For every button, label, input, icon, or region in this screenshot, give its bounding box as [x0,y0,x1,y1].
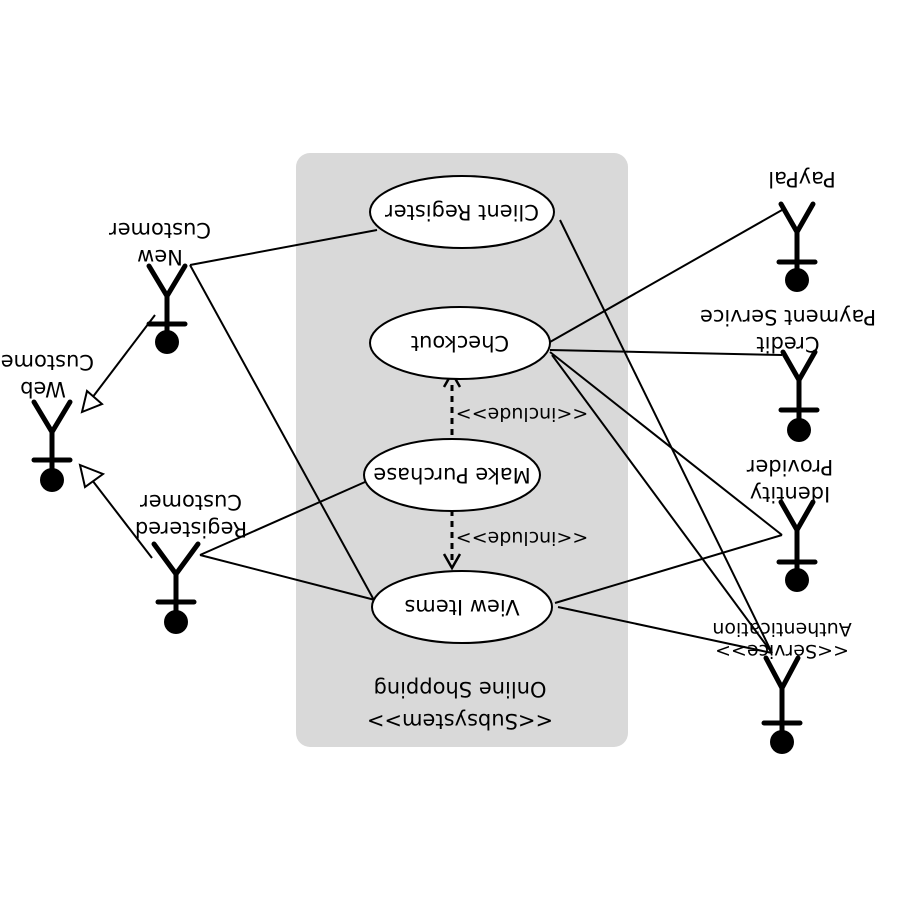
actor-identity-provider-label-2: Provider [746,455,833,479]
use-case-make-purchase-ellipse [363,438,541,512]
actor-authentication-service[interactable] [761,655,803,754]
actor-web-customer[interactable] [31,399,73,492]
use-case-view-items[interactable]: View Items [371,570,553,644]
actor-legs [780,349,818,386]
use-case-checkout-ellipse [369,306,551,380]
actor-credit-payment-service-label-1: Credit [756,332,819,356]
actor-new-customer-label-1: New [137,245,183,269]
assoc-auth-checkout [551,354,773,654]
rotated-diagram: Online Shopping <<Subsystem>> [0,153,876,754]
include-label-view-items: <<include>> [456,527,589,549]
actor-credit-payment-service[interactable] [778,349,820,442]
actor-legs [151,541,201,579]
assoc-credit-checkout [549,349,783,356]
actor-head [164,610,188,634]
include-label-checkout: <<include>> [456,403,589,425]
assoc-identity-checkout [549,351,783,536]
actor-legs [778,201,816,238]
actor-authentication-service-label-1: <<Service>> [715,640,849,662]
actor-web-customer-label-2: Customer [0,350,94,374]
subsystem-name: Online Shopping [373,677,546,701]
use-case-make-purchase[interactable]: Make Purchase [363,438,541,512]
actor-new-customer-label-2: Customer [109,218,211,242]
generalization-head-registered [78,463,106,489]
actor-registered-customer[interactable] [151,541,201,634]
actor-credit-payment-service-label-2: Payment Service [700,305,876,329]
generalization-line-new [91,314,156,399]
generalization-head-new [80,389,104,414]
use-case-view-items-label: View Items [404,595,519,619]
actor-authentication-service-label-2: Authentication [712,618,851,640]
actor-paypal[interactable] [776,201,818,292]
actor-registered-customer-label-1: Registered [135,517,247,541]
actor-legs [31,399,73,437]
assoc-identity-view-items [554,534,783,604]
actor-paypal-label: PayPal [768,167,835,191]
actor-head [785,268,809,292]
subsystem-stereotype: <<Subsystem>> [367,709,553,733]
actor-head [787,418,811,442]
actor-legs [778,499,816,536]
assoc-paypal-checkout [549,209,783,343]
use-case-checkout-label: Checkout [411,331,509,355]
use-case-client-register[interactable]: Client Register [369,175,555,249]
assoc-new-customer-view-items [199,554,376,601]
actor-identity-provider[interactable] [776,499,818,592]
actor-legs [146,263,188,301]
actor-web-customer-label-1: Web [20,377,66,401]
actor-new-customer[interactable] [146,263,188,354]
use-case-make-purchase-label: Make Purchase [373,463,530,487]
use-case-client-register-label: Client Register [385,200,539,224]
use-case-view-items-ellipse [371,570,553,644]
assoc-auth-view-items [557,606,773,654]
assoc-registered-view-items [189,264,376,603]
actor-head [770,730,794,754]
actor-head [785,568,809,592]
actor-legs [763,655,801,694]
assoc-registered-client-register [189,229,378,266]
actor-head [40,468,64,492]
use-case-client-register-ellipse [369,175,555,249]
generalization-line-registered [91,479,153,559]
use-case-checkout[interactable]: Checkout [369,306,551,380]
actor-registered-customer-label-2: Customer [140,490,242,514]
actor-identity-provider-label-1: Identity [750,482,830,506]
assoc-auth-client-register [559,219,773,654]
assoc-new-customer-make-purchase [199,481,366,556]
actor-head [155,330,179,354]
generalization-arrows [78,314,156,559]
association-lines [189,209,783,654]
include-arrowhead-view-items [442,553,462,571]
